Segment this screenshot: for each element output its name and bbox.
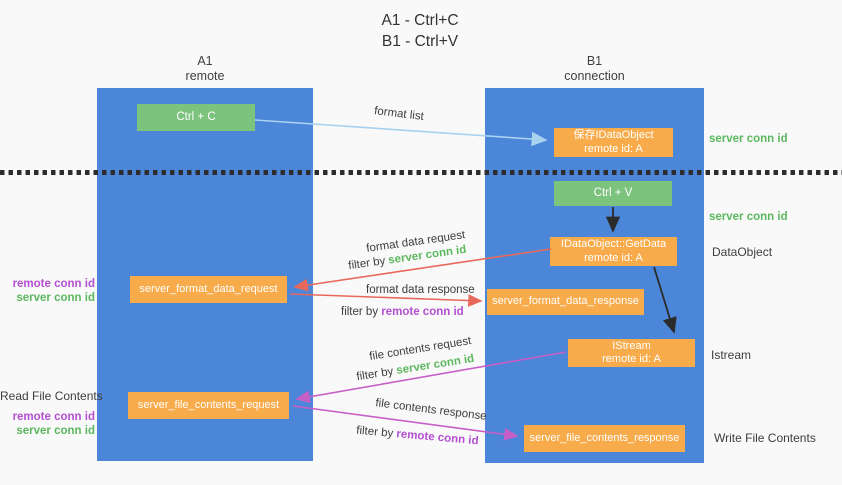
save-dataobject-line2: remote id: A xyxy=(584,142,643,155)
filter-by-remote-conn-id-label-2: filter by remote conn id xyxy=(356,425,479,449)
filter-by-text: filter by xyxy=(355,365,398,384)
remote-conn-id-annotation-2: remote conn id xyxy=(12,411,95,423)
istream-line2: remote id: A xyxy=(602,353,661,365)
file-contents-response-label: file contents response xyxy=(374,397,488,423)
format-request-label: server_format_data_request xyxy=(139,282,278,295)
getdata-line1: IDataObject::GetData xyxy=(560,238,667,250)
format-list-label: format list xyxy=(373,105,425,123)
filter-by-text: filter by xyxy=(355,424,397,441)
lane-b1-subtitle: connection xyxy=(564,69,625,83)
istream-node: IStream remote id: A xyxy=(568,339,695,367)
write-file-contents-annotation: Write File Contents xyxy=(714,431,816,445)
remote-conn-id-term: remote conn id xyxy=(381,306,464,318)
section-divider-dotted-line xyxy=(0,170,842,175)
file-response-node: server_file_contents_response xyxy=(524,425,685,452)
dataobject-annotation: DataObject xyxy=(712,245,773,259)
read-file-contents-text: Read File Contents xyxy=(0,389,103,403)
ctrl-c-node: Ctrl + C xyxy=(137,104,255,131)
file-request-node: server_file_contents_request xyxy=(128,392,289,419)
ctrl-v-node: Ctrl + V xyxy=(554,181,672,206)
lane-a1-subtitle: remote xyxy=(185,69,225,83)
format-request-node: server_format_data_request xyxy=(130,276,287,303)
diagram-title: A1 - Ctrl+C B1 - Ctrl+V xyxy=(320,10,520,52)
server-conn-id-annotation-1: server conn id xyxy=(16,291,95,304)
file-response-label: server_file_contents_response xyxy=(529,431,680,444)
save-dataobject-node: 保存IDataObject remote id: A xyxy=(554,128,673,157)
lane-header-a1: A1 remote xyxy=(97,54,313,84)
lane-a1-name: A1 xyxy=(197,54,213,68)
ctrl-v-label: Ctrl + V xyxy=(593,186,633,199)
getdata-line2: remote id: A xyxy=(584,251,643,264)
file-request-label: server_file_contents_request xyxy=(137,398,280,411)
read-file-contents-annotation: Read File Contents xyxy=(0,389,103,404)
title-line-2: B1 - Ctrl+V xyxy=(381,33,459,50)
format-data-response-label: format data response xyxy=(366,284,475,296)
conn-id-pair-2: remote conn id server conn id xyxy=(0,411,95,438)
title-line-1: A1 - Ctrl+C xyxy=(381,12,459,29)
conn-id-pair-1: remote conn id server conn id xyxy=(0,278,95,305)
filter-by-text: filter by xyxy=(341,306,382,318)
lane-b1-name: B1 xyxy=(586,54,603,68)
remote-conn-id-annotation-1: remote conn id xyxy=(12,278,95,290)
server-conn-id-annotation-mid: server conn id xyxy=(709,211,788,223)
getdata-node: IDataObject::GetData remote id: A xyxy=(550,237,677,266)
filter-by-remote-conn-id-label-1: filter by remote conn id xyxy=(341,306,464,319)
format-response-label: server_format_data_response xyxy=(492,295,639,308)
filter-by-text: filter by xyxy=(347,254,390,273)
istream-annotation: Istream xyxy=(711,348,752,362)
server-conn-id-annotation-2: server conn id xyxy=(16,424,95,437)
save-dataobject-line1: 保存IDataObject xyxy=(573,129,654,141)
istream-line1: IStream xyxy=(612,339,651,352)
format-response-node: server_format_data_response xyxy=(487,289,644,315)
server-conn-id-annotation-top: server conn id xyxy=(709,133,788,145)
ctrl-c-label: Ctrl + C xyxy=(176,110,216,123)
lane-header-b1: B1 connection xyxy=(485,54,704,84)
remote-conn-id-term: remote conn id xyxy=(395,428,480,448)
